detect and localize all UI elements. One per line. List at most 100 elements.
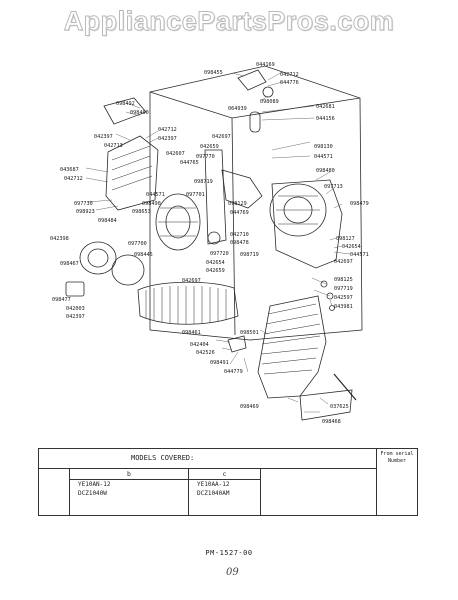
drive-belt [204, 149, 227, 245]
models-row: b YE10AN-12 DCZ1040W c YE10AA-12 DCZ1040… [39, 469, 377, 515]
part-label: 098480 [316, 168, 335, 174]
part-label: 042526 [196, 350, 215, 356]
page-mark: 09 [226, 567, 239, 578]
part-label: 042398 [50, 236, 69, 242]
part-label: 097719 [334, 286, 353, 292]
part-label: 042654 [342, 244, 361, 250]
fuse-cylinder [249, 111, 261, 133]
part-label: 098719 [240, 252, 259, 258]
part-label: 098490 [142, 201, 161, 207]
part-label: 044779 [224, 369, 243, 375]
part-label: 043687 [60, 167, 79, 173]
duct-collar [111, 254, 145, 286]
part-label: 044156 [316, 116, 335, 122]
part-label: 042697 [334, 259, 353, 265]
part-label: 098455 [204, 70, 223, 76]
document-code: PM-1527-00 [205, 549, 253, 557]
part-label: 042607 [166, 151, 185, 157]
models-covered-table: MODELS COVERED: From serial Number b YE1… [38, 448, 418, 516]
models-column-b: b YE10AN-12 DCZ1040W [69, 469, 189, 515]
part-label: 043981 [334, 304, 353, 310]
part-label: 098089 [260, 99, 279, 105]
part-label: 098484 [98, 218, 117, 224]
model-number: YE10AN-12 [78, 481, 111, 488]
part-label: 042597 [334, 295, 353, 301]
part-label: 098653 [132, 209, 151, 215]
part-label: 098501 [240, 330, 259, 336]
part-label: 098469 [240, 404, 259, 410]
filter-housing [105, 135, 159, 211]
thermostat-bracket [237, 69, 267, 91]
part-label: 097730 [74, 201, 93, 207]
part-label: 098923 [76, 209, 95, 215]
part-label: 042713 [104, 143, 123, 149]
part-label: 042710 [230, 232, 249, 238]
support-arm [221, 169, 263, 209]
part-label: 098467 [60, 261, 79, 267]
exhaust-duct [257, 295, 327, 399]
models-covered-heading: MODELS COVERED: [39, 449, 377, 469]
duct-bracket [65, 281, 85, 297]
part-label: 042654 [206, 260, 225, 266]
part-label: 042712 [280, 72, 299, 78]
motor-pulley [207, 231, 221, 245]
part-label: 098479 [350, 201, 369, 207]
part-label: 044776 [280, 80, 299, 86]
part-label: 042659 [200, 144, 219, 150]
part-label: 098130 [314, 144, 333, 150]
part-label: 042697 [212, 134, 231, 140]
part-label: 037625 [330, 404, 349, 410]
serial-number-header: From serial Number [380, 451, 414, 464]
part-label: 097701 [186, 192, 205, 198]
part-label: 042712 [64, 176, 83, 182]
model-number: DCZ1040AM [197, 490, 230, 497]
part-labels: 044169 098455 042712 044776 098089 06493… [50, 62, 369, 425]
column-c-header: c [189, 469, 260, 480]
blower-wheel [269, 183, 327, 237]
filter-lid [103, 97, 147, 125]
part-label: 064939 [228, 106, 247, 112]
part-label: 098478 [230, 240, 249, 246]
part-label: 044571 [146, 192, 165, 198]
part-label: 042659 [206, 268, 225, 274]
motor-body [155, 193, 201, 251]
part-label: 044571 [350, 252, 369, 258]
part-label: 042404 [190, 342, 209, 348]
watermark: AppliancePartsPros.com [63, 6, 395, 37]
part-label: 098719 [194, 179, 213, 185]
part-label: 097700 [128, 241, 147, 247]
part-label: 098461 [182, 330, 201, 336]
part-label: 098477 [52, 297, 71, 303]
part-label: 042397 [94, 134, 113, 140]
part-label: 042397 [158, 136, 177, 142]
column-b-header: b [70, 469, 188, 480]
part-label: 098400 [130, 110, 149, 116]
part-label: 097770 [196, 154, 215, 160]
part-label: 042681 [316, 104, 335, 110]
part-label: 098445 [134, 252, 153, 258]
blower-housing [271, 179, 343, 269]
part-label: 098129 [228, 201, 247, 207]
part-label: 097720 [210, 251, 229, 257]
part-label: 044765 [180, 160, 199, 166]
part-label: 098491 [210, 360, 229, 366]
intake-ring [79, 241, 117, 275]
model-number: YE10AA-12 [197, 481, 230, 488]
part-label: 098468 [322, 419, 341, 425]
models-column-c: c YE10AA-12 DCZ1040AM [189, 469, 261, 515]
lower-duct-panel [299, 389, 353, 421]
part-label: 042712 [158, 127, 177, 133]
part-label: 044571 [314, 154, 333, 160]
part-label: 098492 [116, 101, 135, 107]
part-label: 098127 [336, 236, 355, 242]
flexible-hose [137, 281, 239, 325]
part-label: 044169 [256, 62, 275, 68]
part-label: 042003 [66, 306, 85, 312]
part-label: 042397 [66, 314, 85, 320]
part-label: 044769 [230, 210, 249, 216]
part-label: 042697 [182, 278, 201, 284]
model-number: DCZ1040W [78, 490, 107, 497]
part-label: 097713 [324, 184, 343, 190]
